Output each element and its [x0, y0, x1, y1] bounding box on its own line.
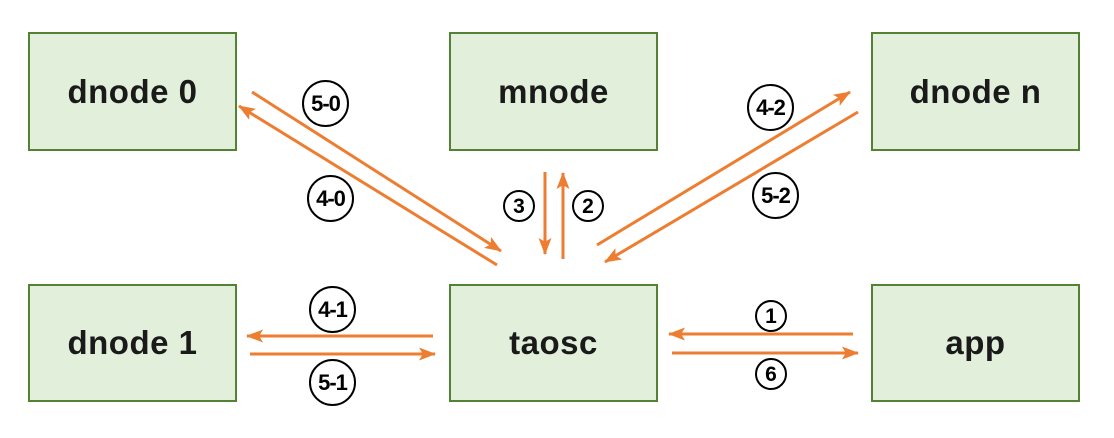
node-taosc-label: taosc — [509, 324, 598, 361]
edge-label-4-1: 4-1 — [309, 286, 356, 333]
arrow-dnode0-to-taosc — [251, 90, 502, 253]
node-mnode-label: mnode — [498, 72, 609, 110]
edge-label-4-2: 4-2 — [747, 84, 794, 131]
arrow-taosc-to-dnode0 — [238, 104, 498, 267]
edge-label-1: 1 — [755, 300, 787, 332]
edge-label-4-0: 4-0 — [307, 175, 354, 222]
edge-label-3: 3 — [503, 190, 535, 222]
node-dnode1-label: dnode 1 — [67, 324, 198, 361]
edge-label-5-2: 5-2 — [752, 172, 799, 219]
edge-label-5-1: 5-1 — [309, 359, 356, 406]
edge-label-2: 2 — [572, 190, 604, 222]
node-dnoden: dnode n — [871, 32, 1080, 151]
node-app: app — [871, 284, 1080, 402]
node-dnode0-label: dnode 0 — [67, 72, 198, 110]
node-taosc: taosc — [449, 284, 658, 402]
node-dnode1: dnode 1 — [28, 284, 237, 402]
edge-label-5-0: 5-0 — [302, 80, 349, 127]
node-dnoden-label: dnode n — [909, 72, 1042, 110]
arrow-taosc-to-dnoden — [596, 90, 851, 247]
node-mnode: mnode — [449, 32, 658, 151]
node-app-label: app — [945, 324, 1006, 361]
arrow-dnoden-to-taosc — [604, 110, 859, 264]
node-dnode0: dnode 0 — [28, 32, 237, 151]
edge-label-6: 6 — [755, 358, 787, 390]
